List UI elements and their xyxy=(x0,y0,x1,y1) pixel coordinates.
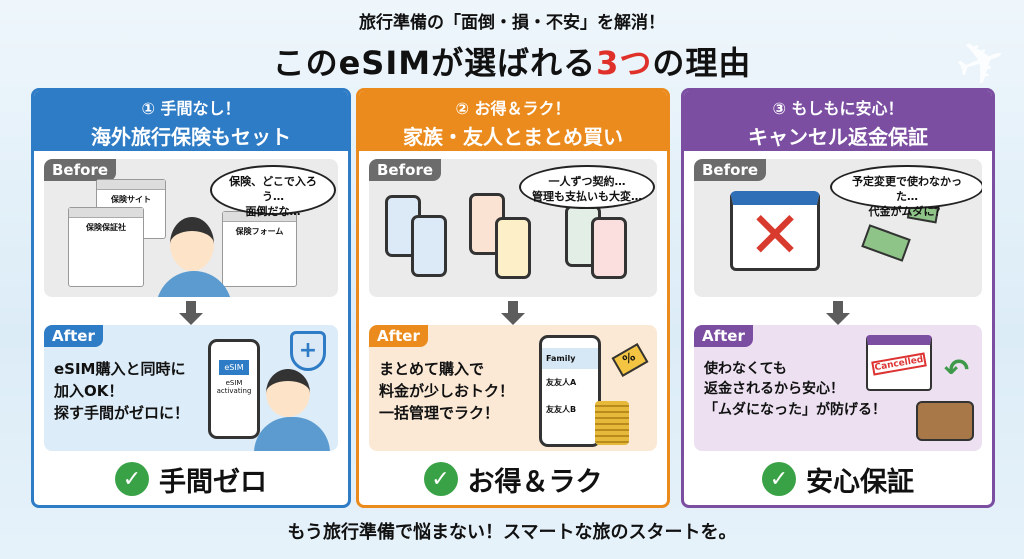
after-tag: After xyxy=(44,325,103,347)
footer-label: 手間ゼロ xyxy=(159,466,267,498)
panel-title: 家族・友人とまとめ買い xyxy=(403,125,623,149)
wallet-icon xyxy=(916,401,974,441)
list-item: 友友人A xyxy=(546,378,577,387)
title-suffix: の理由 xyxy=(652,44,752,82)
list-item: Family xyxy=(542,348,598,369)
after-line: まとめて購入で xyxy=(379,360,485,378)
coins-icon xyxy=(595,401,629,445)
phone-status: eSIM activating xyxy=(216,379,252,395)
after-text: 使わなくても返金されるから安心！ 「ムダになった」が防げる！ xyxy=(704,359,886,420)
panel-header: ② お得＆ラク！ 家族・友人とまとめ買い xyxy=(359,91,667,151)
before-tag: Before xyxy=(369,159,442,181)
before-section: Before 一人ずつ契約…管理も支払いも大変… xyxy=(369,159,657,297)
after-line: 返金されるから安心！ xyxy=(704,381,844,398)
discount-tag-icon: % xyxy=(611,342,649,378)
bubble-line: 保険、どこで入ろう… xyxy=(229,175,317,203)
after-line: 「ムダになった」が防げる！ xyxy=(704,401,886,418)
worried-person-icon xyxy=(170,217,214,271)
list-item: 友友人B xyxy=(546,405,577,414)
before-section: Before ✕ 予定変更で使わなかった…代金がムダに？ xyxy=(694,159,982,297)
after-section: After eSIM購入と同時に加入OK！ 探す手間がゼロに！ eSIM eSIM … xyxy=(44,325,338,451)
panel-title: 海外旅行保険もセット xyxy=(91,125,291,149)
panel-title: キャンセル返金保証 xyxy=(748,125,928,149)
phone-icon: eSIM eSIM activating xyxy=(208,339,260,439)
window-title: 保険保証社 xyxy=(86,223,126,232)
before-tag: Before xyxy=(694,159,767,181)
page-title: このeSIMが選ばれる3つの理由 xyxy=(0,38,1024,84)
cancelled-stamp: Cancelled xyxy=(871,352,927,376)
phone-group-list: Family 友友人A 友友人B xyxy=(539,335,601,447)
window-title: 保険サイト xyxy=(111,195,151,204)
panel-footer: ✓ お得＆ラク xyxy=(359,453,667,505)
after-line: 使わなくても xyxy=(704,361,787,377)
cancelled-calendar-icon: ✕ xyxy=(730,191,820,271)
esim-badge: eSIM xyxy=(219,360,249,375)
happy-person-icon xyxy=(266,369,310,417)
phone-icon xyxy=(591,217,627,279)
after-line: eSIM購入と同時に xyxy=(54,360,186,378)
after-line: 料金が少しおトク！ xyxy=(379,381,515,400)
after-text: まとめて購入で料金が少しおトク！ 一括管理でラク！ xyxy=(379,359,514,424)
subtitle: 旅行準備の「面倒・損・不安」を解消！ xyxy=(359,13,665,33)
check-icon: ✓ xyxy=(115,462,149,496)
reason-panel-2: ② お得＆ラク！ 家族・友人とまとめ買い Before 一人ずつ契約…管理も支払い… xyxy=(356,88,670,508)
calendar-icon: Cancelled xyxy=(866,335,932,391)
after-text: eSIM購入と同時に加入OK！ 探す手間がゼロに！ xyxy=(54,359,189,424)
bubble-line: 一人ずつ契約… xyxy=(548,175,626,188)
footer-label: 安心保証 xyxy=(806,466,914,498)
bubble-line: 面倒だな… xyxy=(245,204,301,218)
bubble-line: 代金がムダに？ xyxy=(868,204,946,218)
title-number: 3つ xyxy=(596,44,653,82)
after-line: 一括管理でラク！ xyxy=(379,403,500,422)
bottom-tagline: もう旅行準備で悩まない！スマートな旅のスタートを。 xyxy=(287,522,737,543)
phone-icon xyxy=(495,217,531,279)
phone-icon xyxy=(411,215,447,277)
flying-money-icon xyxy=(861,224,911,262)
panel-number-title: ① 手間なし！ xyxy=(141,99,241,118)
bubble-line: 予定変更で使わなかった… xyxy=(852,175,962,203)
thought-bubble: 予定変更で使わなかった…代金がムダに？ xyxy=(830,165,982,218)
check-icon: ✓ xyxy=(423,462,458,496)
thought-bubble: 保険、どこで入ろう…面倒だな… xyxy=(210,165,336,218)
thought-bubble: 一人ずつ契約…管理も支払いも大変… xyxy=(519,165,655,209)
person-body xyxy=(254,417,330,451)
panel-footer: ✓ 手間ゼロ xyxy=(34,453,348,505)
return-arrow-icon: ↶ xyxy=(944,353,970,388)
after-line: 加入OK！ xyxy=(54,381,124,400)
person-body xyxy=(156,271,232,297)
after-section: After 使わなくても返金されるから安心！ 「ムダになった」が防げる！ Canc… xyxy=(694,325,982,451)
check-icon: ✓ xyxy=(762,462,796,496)
after-tag: After xyxy=(694,325,753,347)
before-section: Before 保険サイト 保険保証社 保険フォーム 保険、どこで入ろう…面倒だな… xyxy=(44,159,338,297)
panel-header: ③ もしもに安心！ キャンセル返金保証 xyxy=(684,91,992,151)
window-title: 保険フォーム xyxy=(235,227,284,236)
before-tag: Before xyxy=(44,159,117,181)
panel-header: ① 手間なし！ 海外旅行保険もセット xyxy=(34,91,348,151)
panel-number-title: ② お得＆ラク！ xyxy=(455,99,571,118)
browser-window: 保険保証社 xyxy=(68,207,144,287)
panel-footer: ✓ 安心保証 xyxy=(684,453,992,505)
after-section: After まとめて購入で料金が少しおトク！ 一括管理でラク！ Family 友友… xyxy=(369,325,657,451)
title-text: このeSIMが選ばれる xyxy=(272,44,597,82)
after-line: 探す手間がゼロに！ xyxy=(54,403,190,422)
reason-panel-1: ① 手間なし！ 海外旅行保険もセット Before 保険サイト 保険保証社 保険フ… xyxy=(31,88,351,508)
browser-window: 保険フォーム xyxy=(222,211,297,287)
reason-panel-3: ③ もしもに安心！ キャンセル返金保証 Before ✕ 予定変更で使わなかった…… xyxy=(681,88,995,508)
panel-number-title: ③ もしもに安心！ xyxy=(772,99,904,118)
after-tag: After xyxy=(369,325,428,347)
bubble-line: 管理も支払いも大変… xyxy=(532,189,642,203)
footer-label: お得＆ラク xyxy=(467,466,603,498)
shield-plus-icon: + xyxy=(290,331,326,371)
